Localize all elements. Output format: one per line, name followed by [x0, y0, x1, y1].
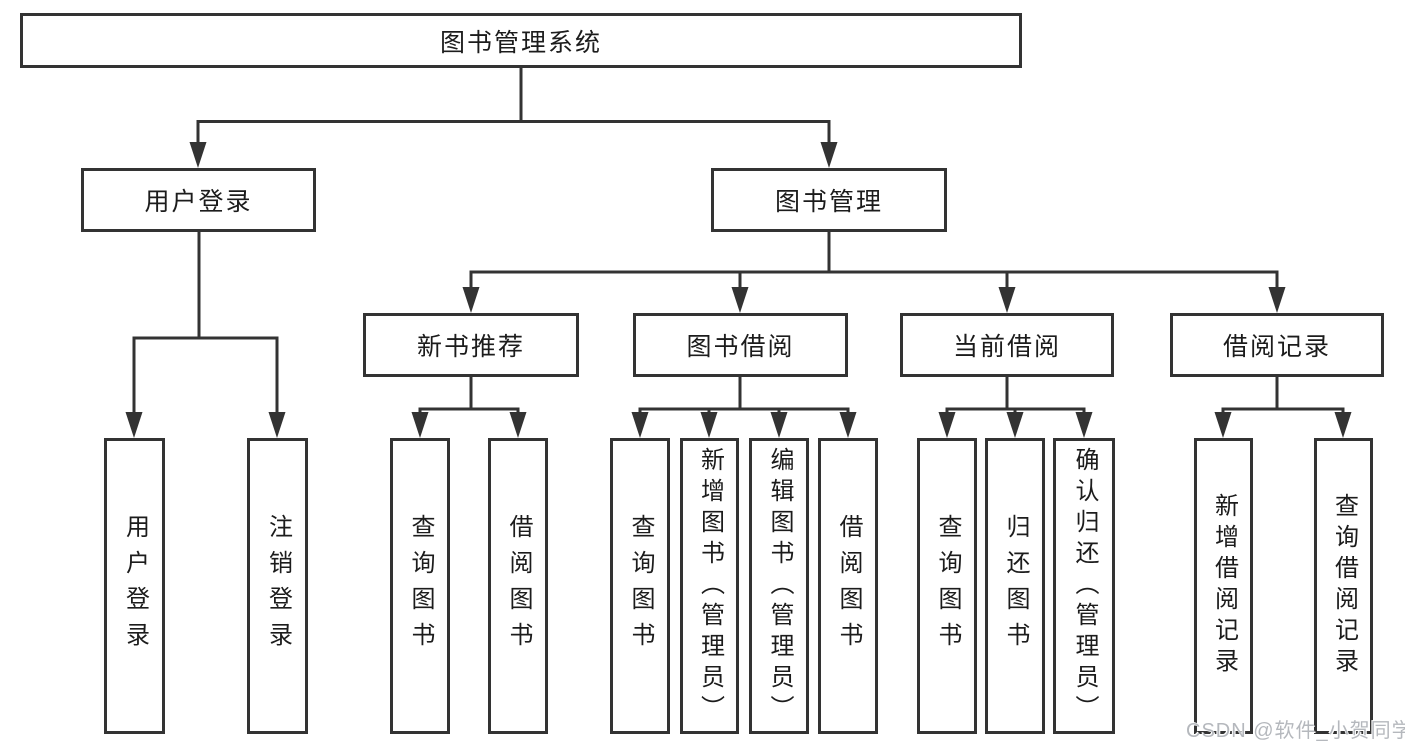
leaf-query-borrow-record: 查询借阅记录 [1314, 438, 1373, 734]
leaf-query-books-borrowing-label: 查询图书 [627, 514, 654, 658]
leaf-query-books-recommend: 查询图书 [390, 438, 450, 734]
node-borrowing-records-label: 借阅记录 [1222, 333, 1331, 361]
leaf-query-books-recommend-label: 查询图书 [407, 514, 434, 658]
connector-book-management-children [462, 232, 1286, 313]
leaf-add-book-admin: 新增图书（管理员） [680, 438, 739, 734]
node-user-login: 用户登录 [81, 168, 316, 232]
node-new-book-recommend: 新书推荐 [363, 313, 579, 377]
leaf-borrow-books-recommend: 借阅图书 [488, 438, 548, 734]
leaf-edit-book-admin: 编辑图书（管理员） [749, 438, 809, 734]
leaf-logout-label: 注销登录 [264, 514, 292, 658]
node-library-system: 图书管理系统 [20, 13, 1022, 68]
node-new-book-recommend-label: 新书推荐 [416, 333, 525, 361]
node-current-borrowing-label: 当前借阅 [952, 333, 1061, 361]
leaf-borrow-books-recommend-label: 借阅图书 [505, 514, 532, 658]
connector-book-borrowing-children [631, 377, 857, 438]
leaf-logout: 注销登录 [247, 438, 308, 734]
csdn-watermark: CSDN @软件_小贺同学 [1186, 720, 1405, 742]
node-book-borrowing: 图书借阅 [633, 313, 848, 377]
leaf-query-borrow-record-label: 查询借阅记录 [1330, 493, 1358, 679]
leaf-query-books-current: 查询图书 [917, 438, 977, 734]
leaf-add-borrow-record: 新增借阅记录 [1194, 438, 1253, 734]
node-borrowing-records: 借阅记录 [1170, 313, 1384, 377]
node-current-borrowing: 当前借阅 [900, 313, 1114, 377]
connector-new-book-recommend-children [411, 377, 527, 438]
node-library-system-label: 图书管理系统 [439, 28, 602, 57]
leaf-confirm-return-admin-label: 确认归还（管理员） [1071, 446, 1098, 726]
leaf-add-book-admin-label: 新增图书（管理员） [696, 446, 724, 726]
leaf-borrow-books-label: 借阅图书 [835, 514, 862, 658]
connector-root-to-branches [189, 68, 838, 168]
node-user-login-label: 用户登录 [144, 188, 253, 216]
leaf-add-borrow-record-label: 新增借阅记录 [1210, 493, 1238, 679]
node-book-management-label: 图书管理 [774, 188, 883, 216]
leaf-return-books-label: 归还图书 [1002, 514, 1029, 658]
connector-user-login-children [125, 232, 286, 438]
leaf-user-login-label: 用户登录 [121, 514, 149, 658]
leaf-edit-book-admin-label: 编辑图书（管理员） [766, 446, 793, 726]
leaf-query-books-current-label: 查询图书 [934, 514, 961, 658]
leaf-borrow-books: 借阅图书 [818, 438, 878, 734]
connector-borrowing-records-children [1214, 377, 1352, 438]
leaf-confirm-return-admin: 确认归还（管理员） [1053, 438, 1115, 734]
connector-current-borrowing-children [938, 377, 1093, 438]
leaf-query-books-borrowing: 查询图书 [610, 438, 670, 734]
leaf-return-books: 归还图书 [985, 438, 1045, 734]
leaf-user-login: 用户登录 [104, 438, 165, 734]
node-book-management: 图书管理 [711, 168, 947, 232]
node-book-borrowing-label: 图书借阅 [686, 333, 795, 361]
